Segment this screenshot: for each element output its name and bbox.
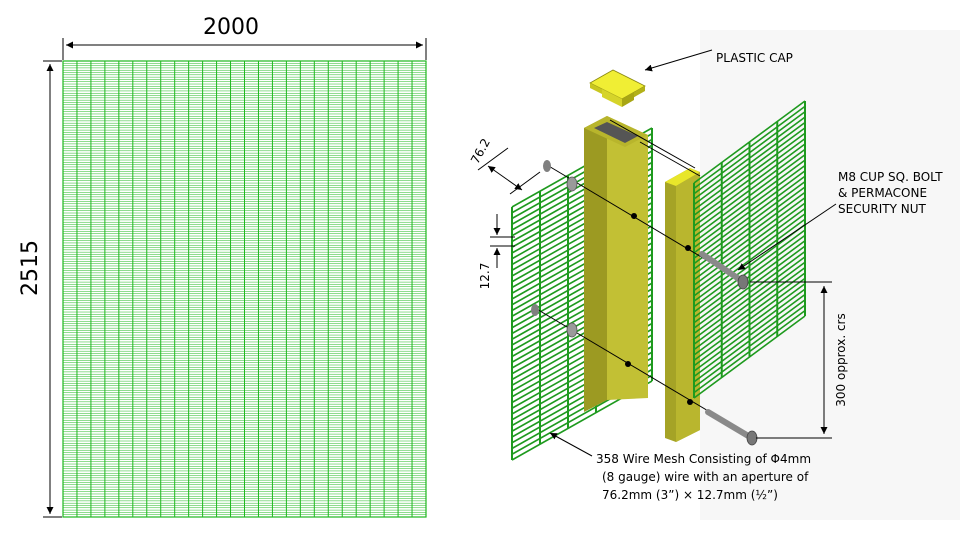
bolt-spacing-dimension: 300 opprox. crs	[750, 281, 848, 439]
mesh-panel-right	[693, 100, 806, 399]
mesh-note-line3: 76.2mm (3”) × 12.7mm (½”)	[602, 488, 778, 502]
vertical-pitch-dimension: 76.2	[468, 136, 541, 195]
spacing-label: 300 opprox. crs	[834, 313, 848, 406]
fence-panel-front-view	[62, 60, 427, 518]
width-label: 2000	[203, 15, 259, 40]
mesh-note-leader	[549, 432, 593, 457]
width-dimension: 2000	[62, 15, 427, 60]
bolt-label-line1: M8 CUP SQ. BOLT	[838, 170, 943, 184]
fence-post	[584, 116, 648, 412]
height-label: 2515	[18, 240, 43, 296]
plastic-cap-label: PLASTIC CAP	[716, 51, 793, 65]
diagram-background	[700, 30, 960, 520]
bolt-label-line2: & PERMACONE	[838, 186, 927, 200]
top-bolt	[543, 160, 749, 290]
horizontal-pitch-label: 12.7	[478, 263, 492, 290]
height-dimension: 2515	[18, 60, 62, 518]
bolt-label-line3: SECURITY NUT	[838, 202, 926, 216]
mesh-note-line1: 358 Wire Mesh Consisting of Φ4mm	[596, 452, 811, 466]
mesh-note-line2: (8 gauge) wire with an aperture of	[602, 470, 809, 484]
plastic-cap-leader	[644, 49, 713, 72]
plastic-cap	[589, 69, 646, 107]
horizontal-pitch-dimension: 12.7	[478, 214, 515, 289]
bolt-leader	[737, 203, 837, 271]
bottom-bolt	[531, 304, 758, 446]
